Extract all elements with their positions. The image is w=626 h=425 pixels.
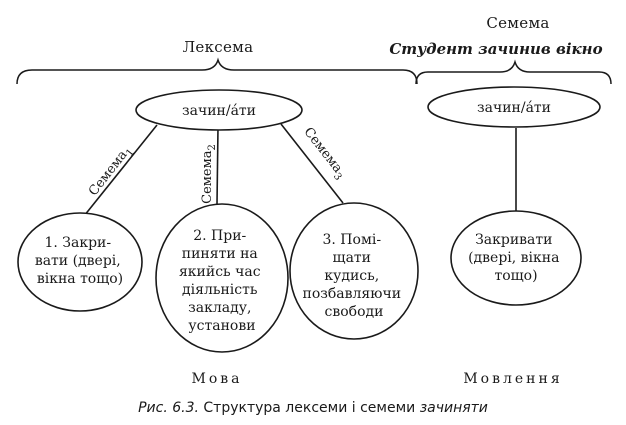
- sememe-right-line: Закривати: [475, 232, 552, 248]
- edge-label-sememe-3-index: 3: [331, 171, 344, 183]
- sememe-3-line: кудись,: [324, 268, 379, 284]
- sememe-2-line: 2. При-: [193, 228, 246, 244]
- edge-sememe-2: [216, 126, 219, 205]
- sememe-3-text: 3. Помі- щати кудись, позбавляючи свобод…: [302, 232, 405, 320]
- sememe-3-line: щати: [333, 250, 371, 266]
- sememe-node-right: [450, 210, 582, 306]
- lexeme-brace: [16, 57, 418, 85]
- edge-label-sememe-2-index: 2: [207, 144, 218, 150]
- sememe-2-line: пиняти на: [182, 246, 258, 262]
- sememe-1-line: вати (двері,: [35, 253, 121, 269]
- root-label-right: зачин/áти: [477, 100, 551, 116]
- sememe-2-line: діяльність: [182, 282, 258, 298]
- caption-prefix: Рис. 6.3.: [138, 400, 199, 416]
- root-node-left: [135, 89, 303, 131]
- sememe-example-sentence: Студент зачинив вікно: [389, 40, 602, 58]
- sememe-right-line: тощо): [494, 268, 537, 284]
- sememe-right-text: Закривати (двері, вікна тощо): [468, 232, 564, 284]
- edge-sememe-3: [280, 123, 344, 204]
- edge-label-sememe-1: Семема1: [86, 143, 137, 201]
- edge-label-sememe-3: Семема3: [298, 125, 349, 183]
- sememe-2-line: якийсь час: [179, 264, 261, 280]
- root-node-right: [427, 86, 601, 128]
- sememe-2-line: установи: [188, 318, 255, 334]
- sememe-brace: [415, 59, 612, 85]
- edge-label-sememe-1-index: 1: [124, 147, 137, 159]
- sememe-3-line: 3. Помі-: [323, 232, 382, 248]
- edge-label-sememe-3-text: Семема: [300, 125, 345, 176]
- sememe-2-line: закладу,: [188, 300, 251, 316]
- sememe-3-line: позбавляючи: [302, 286, 401, 302]
- sememe-node-3: [289, 202, 419, 340]
- sememe-2-text: 2. При- пиняти на якийсь час діяльність …: [179, 228, 265, 334]
- footer-language: Мова: [192, 371, 243, 387]
- edge-sememe-1: [75, 124, 158, 227]
- figure-caption: Рис. 6.3. Структура лексеми і семеми зач…: [138, 400, 488, 416]
- sememe-node-1: [17, 212, 143, 312]
- footer-speech: Мовлення: [463, 371, 562, 387]
- sememe-3-line: свободи: [325, 304, 384, 320]
- caption-emphasis: зачиняти: [420, 400, 488, 416]
- sememe-1-text: 1. Закри- вати (двері, вікна тощо): [35, 235, 125, 287]
- sememe-header: Семема: [486, 14, 549, 32]
- sememe-1-line: вікна тощо): [37, 271, 123, 287]
- sememe-right-line: (двері, вікна: [468, 250, 559, 266]
- edge-label-sememe-2-text: Семема: [200, 150, 215, 204]
- edge-label-sememe-2: Семема2: [200, 144, 218, 204]
- caption-text: Структура лексеми і семеми: [203, 400, 415, 416]
- edge-label-sememe-1-text: Семема: [86, 148, 131, 199]
- sememe-1-line: 1. Закри-: [44, 235, 111, 251]
- sememe-node-2: [155, 203, 289, 353]
- root-label-left: зачин/áти: [182, 103, 256, 119]
- lexeme-header: Лексема: [183, 38, 254, 56]
